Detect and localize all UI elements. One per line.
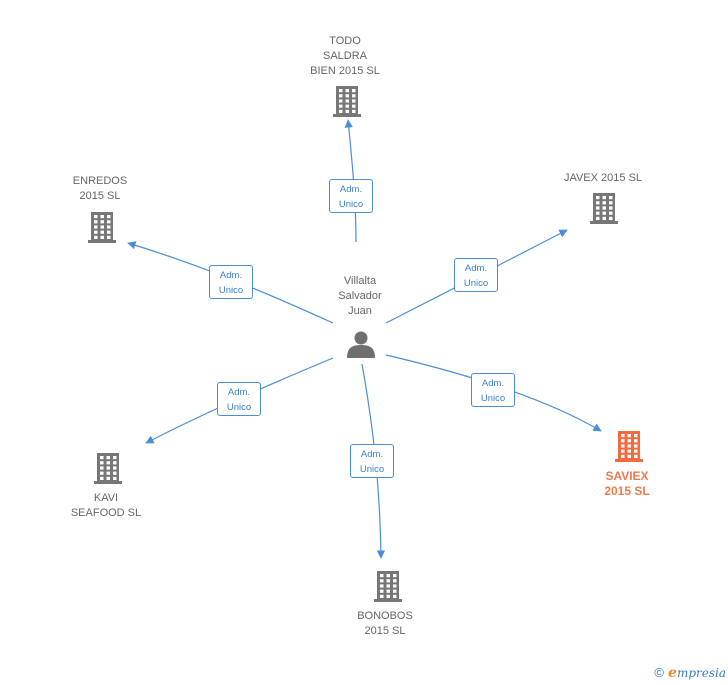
person-icon[interactable] — [347, 331, 375, 359]
brand-name: mpresia — [676, 666, 726, 680]
company-enredos-label[interactable]: ENREDOS 2015 SL — [72, 175, 128, 202]
company-enredos-building-icon[interactable] — [88, 212, 116, 243]
company-bonobos-building-icon[interactable] — [374, 571, 402, 602]
company-todo-building-icon[interactable] — [333, 86, 361, 117]
company-javex-label[interactable]: JAVEX 2015 SL — [563, 172, 643, 184]
edge-label-todo[interactable]: Adm. Unico — [329, 179, 373, 213]
company-javex-building-icon[interactable] — [590, 193, 618, 224]
company-bonobos-label[interactable]: BONOBOS 2015 SL — [357, 610, 413, 637]
edge-label-javex[interactable]: Adm. Unico — [454, 258, 498, 292]
edge-label-enredos[interactable]: Adm. Unico — [209, 265, 253, 299]
footer-brand: ©empresia — [654, 665, 726, 681]
company-kavi-label[interactable]: KAVI SEAFOOD SL — [70, 492, 142, 519]
edge-label-saviex[interactable]: Adm. Unico — [471, 373, 515, 407]
company-todo-label[interactable]: TODO SALDRA BIEN 2015 SL — [310, 35, 380, 77]
company-saviex-building-icon[interactable] — [615, 431, 643, 462]
edge-label-bonobos[interactable]: Adm. Unico — [350, 444, 394, 478]
edge-label-kavi[interactable]: Adm. Unico — [217, 382, 261, 416]
brand-initial: e — [668, 665, 677, 681]
center-person-label[interactable]: Villalta Salvador Juan — [338, 275, 382, 317]
company-kavi-building-icon[interactable] — [94, 453, 122, 484]
company-saviex-label[interactable]: SAVIEX 2015 SL — [604, 469, 650, 498]
copyright-icon: © — [654, 665, 665, 680]
